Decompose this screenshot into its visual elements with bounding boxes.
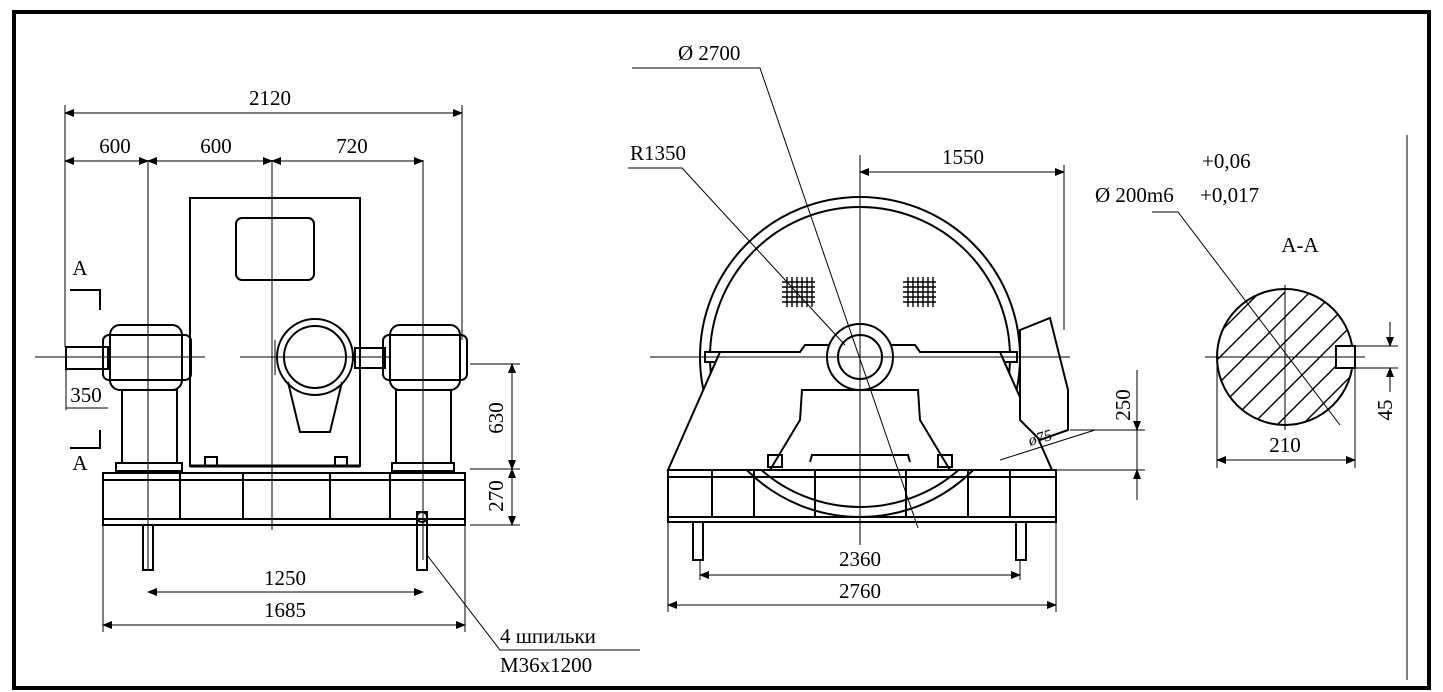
dim-overall-width: 2120 [249, 86, 291, 110]
side-support [666, 344, 1054, 471]
dim-side-bolt-spacing: 2360 [839, 547, 881, 571]
bolt-note-line1: 4 шпильки [500, 624, 596, 648]
mesh-grill-left [782, 277, 815, 307]
inspection-window [235, 217, 315, 281]
tolerance-upper: +0,06 [1202, 149, 1251, 173]
bolt-note-line2: M36x1200 [500, 653, 592, 677]
side-view: Ø 2700 R1350 1550 250 ø75 2360 2760 [628, 41, 1145, 612]
section-view: A-A Ø 200m6 +0,06 +0,017 210 45 [1095, 135, 1408, 680]
dim-height-250: 250 [1111, 389, 1135, 421]
dim-height-630: 630 [484, 402, 508, 434]
drawing-frame [12, 10, 1431, 690]
dim-segment-middle: 600 [200, 134, 232, 158]
front-base [102, 456, 466, 526]
dim-diameter: Ø 2700 [678, 41, 740, 65]
side-motor [1019, 316, 1069, 442]
dim-shaft-extension: 350 [70, 383, 102, 407]
mesh-grill-right [903, 277, 936, 307]
side-anchor-left [692, 521, 704, 561]
dim-base-width: 1685 [264, 598, 306, 622]
dim-key-depth: 210 [1269, 433, 1301, 457]
dim-segment-left: 600 [99, 134, 131, 158]
front-bearing [240, 318, 390, 433]
section-title: A-A [1281, 233, 1319, 257]
dim-height-270: 270 [484, 480, 508, 512]
dim-radius: R1350 [630, 141, 686, 165]
tolerance-lower: +0,017 [1200, 183, 1259, 207]
front-left-pedestal [35, 324, 205, 472]
dim-segment-right: 720 [336, 134, 368, 158]
dim-hole-diameter: ø75 [1025, 427, 1054, 450]
front-housing [189, 197, 361, 467]
section-mark-top: A [72, 256, 88, 280]
dim-shaft-diameter: Ø 200m6 [1095, 183, 1174, 207]
front-right-pedestal [354, 324, 468, 472]
section-mark-bottom: A [72, 451, 88, 475]
side-base [667, 469, 1057, 523]
side-anchor-right [1015, 521, 1027, 561]
dim-side-base-width: 2760 [839, 579, 881, 603]
front-view: 2120 600 600 720 A A 350 630 270 1250 16… [35, 86, 640, 677]
dim-bolt-spacing: 1250 [264, 566, 306, 590]
dim-offset: 1550 [942, 145, 984, 169]
dim-key-width: 45 [1373, 400, 1397, 421]
